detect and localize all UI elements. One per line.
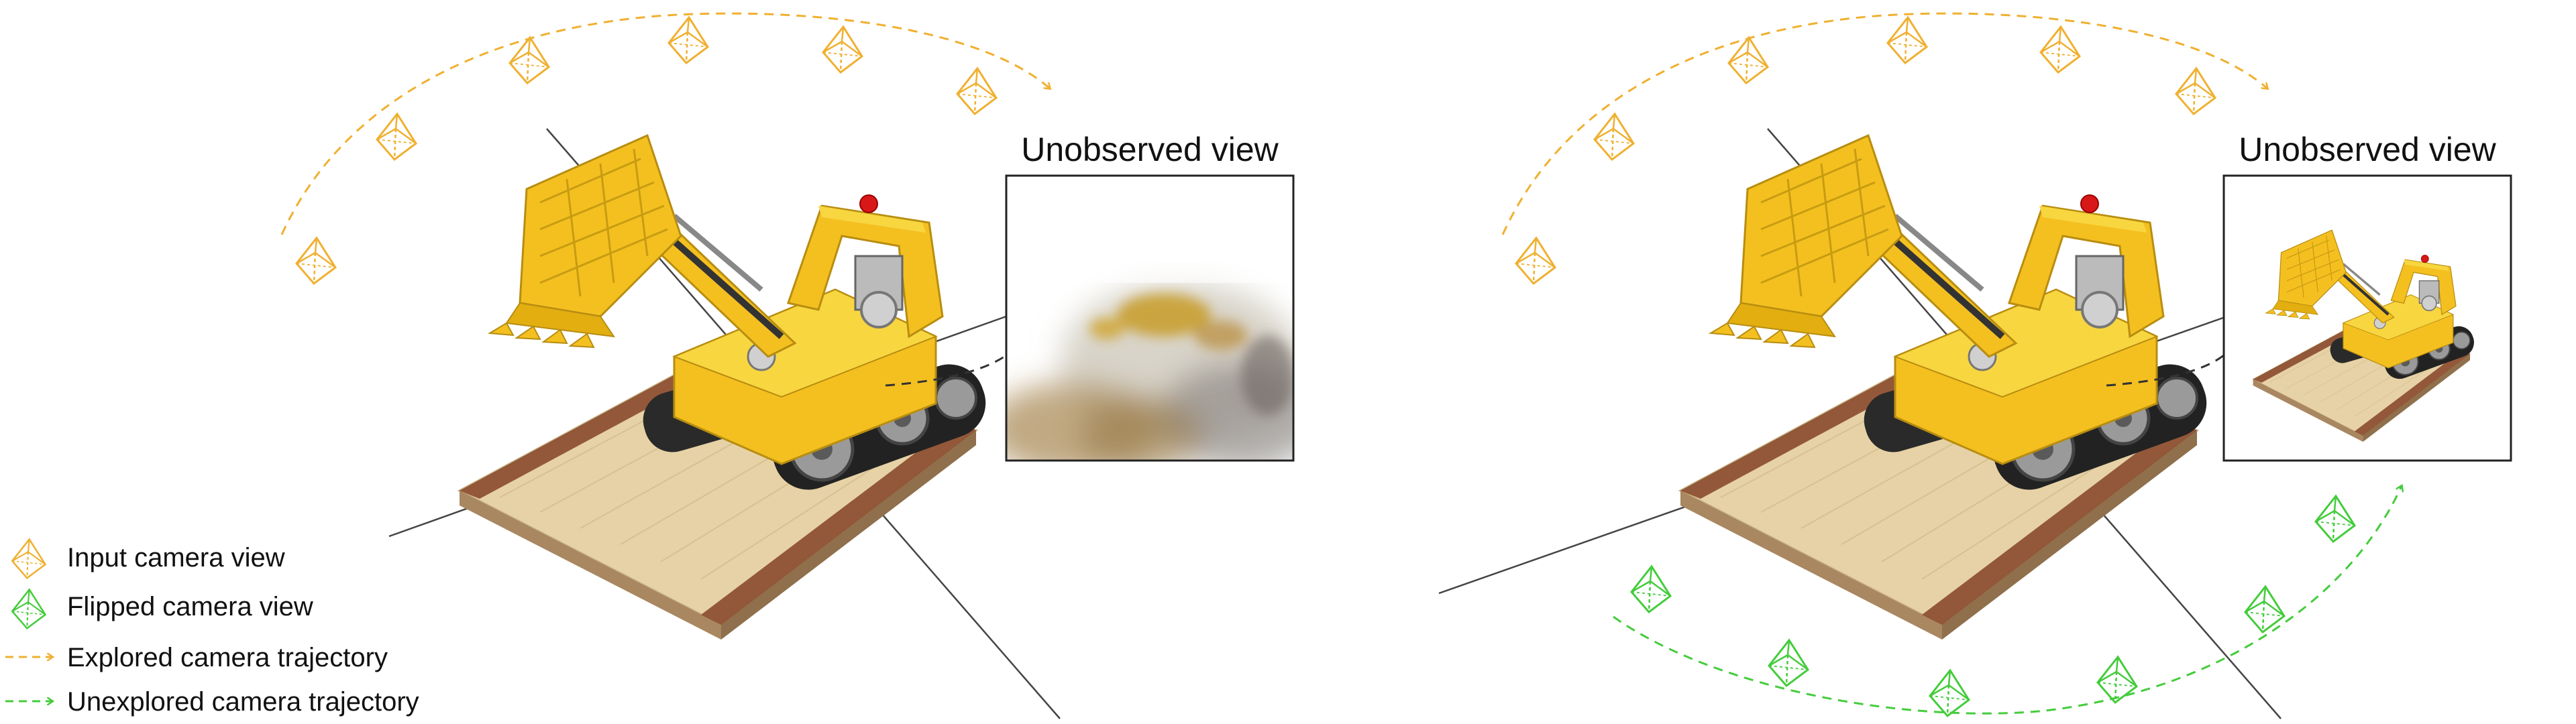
legend-label: Input camera view: [67, 543, 285, 572]
flipped-camera-icon: [11, 589, 46, 629]
legend-item-input-camera: Input camera view: [11, 538, 285, 579]
flipped-camera-icon: [2244, 585, 2286, 634]
legend-label: Unexplored camera trajectory: [67, 687, 419, 717]
input-camera-icon: [667, 16, 709, 64]
panel-left: Unobserved view: [280, 12, 1295, 719]
input-camera-icon: [1593, 113, 1635, 161]
inset-label: Unobserved view: [2239, 131, 2496, 168]
input-camera-icon: [2175, 67, 2216, 115]
input-camera-icon: [11, 538, 46, 579]
inset-image-blurry: [1006, 176, 1293, 461]
flipped-camera-icon: [2096, 656, 2138, 704]
input-camera-icon: [822, 25, 863, 74]
input-camera-icon: [508, 36, 550, 84]
bulldozer-scene: [460, 135, 996, 640]
explored-trajectory-arc: [280, 12, 1050, 235]
flipped-camera-icon: [1929, 669, 1970, 717]
inset-image-clean: [2224, 176, 2511, 461]
input-camera-icon: [1886, 16, 1928, 64]
legend: Input camera view Flipped camera view Ex…: [5, 538, 419, 717]
legend-item-explored-trajectory: Explored camera trajectory: [5, 643, 388, 672]
input-camera-icon: [956, 67, 998, 115]
inset-label: Unobserved view: [1021, 131, 1279, 168]
flipped-camera-icon: [1630, 565, 1672, 613]
input-camera-icon: [1515, 237, 1556, 285]
input-camera-icon: [2039, 25, 2081, 74]
view-link-dash: [885, 354, 1007, 387]
legend-label: Flipped camera view: [67, 592, 313, 621]
panel-right: Unobserved view: [1438, 12, 2512, 719]
flipped-camera-icon: [1768, 639, 1809, 687]
view-link-dash: [2106, 354, 2224, 387]
legend-item-unexplored-trajectory: Unexplored camera trajectory: [5, 687, 419, 717]
input-camera-icon: [1727, 36, 1769, 84]
explored-trajectory-arc: [1501, 12, 2267, 235]
legend-item-flipped-camera: Flipped camera view: [11, 589, 313, 629]
legend-label: Explored camera trajectory: [67, 643, 388, 672]
bulldozer-scene: [1680, 135, 2216, 640]
input-camera-icon: [376, 113, 417, 161]
unexplored-trajectory-arc: [1613, 486, 2402, 715]
flipped-camera-icon: [2314, 495, 2356, 543]
input-camera-icon: [295, 237, 337, 285]
